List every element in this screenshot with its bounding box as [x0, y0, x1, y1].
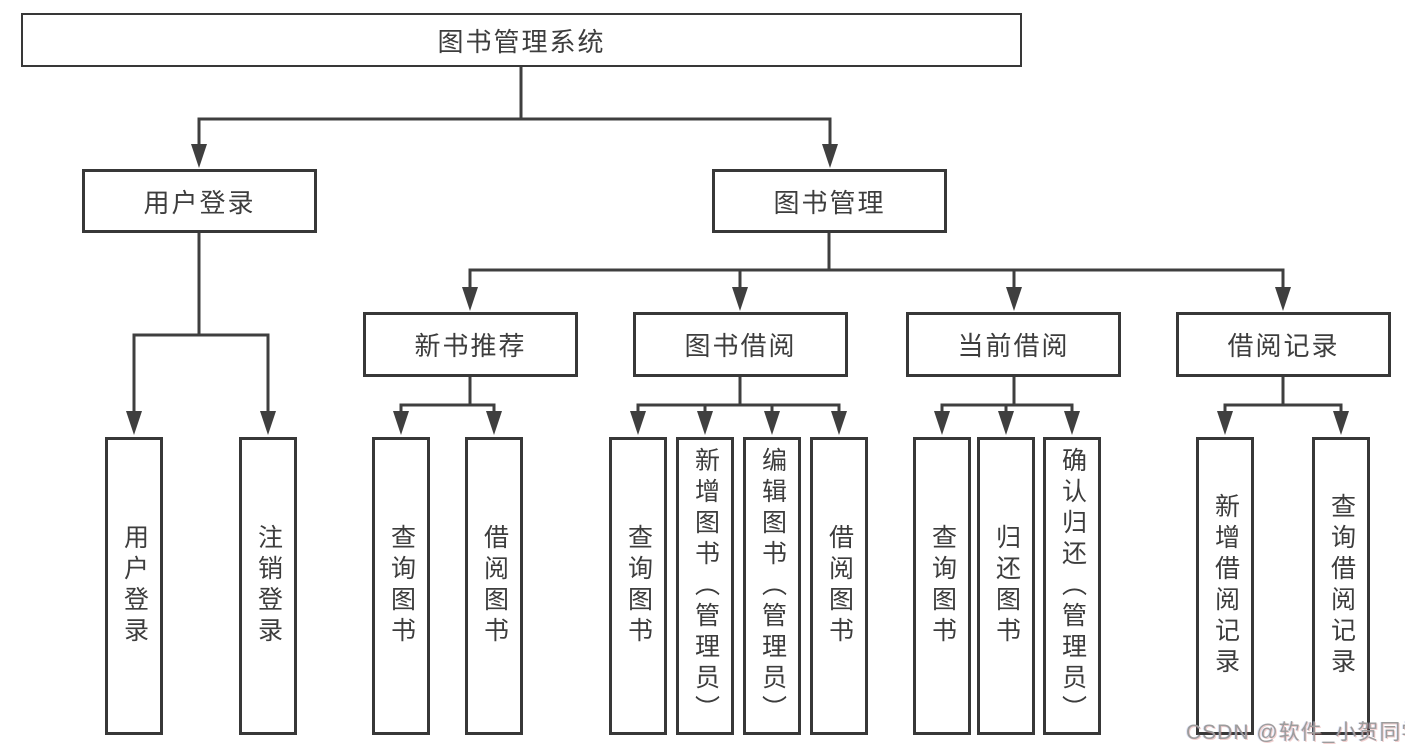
leaf-label: 借阅图书 [480, 524, 509, 648]
node-new-book-recommend: 新书推荐 [363, 312, 578, 377]
node-label: 借阅记录 [1227, 331, 1340, 361]
leaf-label: 编辑图书（管理员） [758, 446, 787, 726]
node-current-borrow: 当前借阅 [906, 312, 1121, 377]
leaf-add-borrow-record: 新增借阅记录 [1196, 437, 1254, 735]
arrowheads [126, 144, 1349, 435]
leaf-query-books-recommend: 查询图书 [372, 437, 430, 735]
leaf-user-login: 用户登录 [105, 437, 163, 735]
node-user-login: 用户登录 [82, 169, 317, 233]
leaf-return-book: 归还图书 [977, 437, 1035, 735]
node-label: 当前借阅 [957, 331, 1070, 361]
leaf-query-books-current: 查询图书 [913, 437, 971, 735]
leaf-label: 查询图书 [387, 524, 416, 648]
csdn-watermark: CSDN @软件_小贺同学 [1186, 721, 1405, 744]
node-label: 图书管理系统 [437, 26, 606, 57]
leaf-label: 新增图书（管理员） [691, 446, 720, 726]
leaf-label: 用户登录 [120, 524, 149, 648]
node-label: 图书借阅 [684, 331, 797, 361]
leaf-label: 注销登录 [254, 524, 283, 648]
node-book-borrow: 图书借阅 [633, 312, 848, 377]
leaf-label: 查询图书 [624, 524, 653, 648]
leaf-query-books-borrow: 查询图书 [609, 437, 667, 735]
node-book-management: 图书管理 [712, 169, 947, 233]
tree-edges [132, 66, 1343, 413]
leaf-borrow-books-recommend: 借阅图书 [465, 437, 523, 735]
node-label: 新书推荐 [414, 331, 527, 361]
node-label: 用户登录 [143, 187, 256, 218]
node-label: 图书管理 [773, 187, 886, 218]
leaf-label: 借阅图书 [825, 524, 854, 648]
leaf-add-book-admin: 新增图书（管理员） [676, 437, 734, 735]
leaf-label: 新增借阅记录 [1211, 493, 1240, 679]
leaf-label: 归还图书 [992, 524, 1021, 648]
leaf-logout: 注销登录 [239, 437, 297, 735]
leaf-label: 查询借阅记录 [1327, 493, 1356, 679]
leaf-borrow-books-borrow: 借阅图书 [810, 437, 868, 735]
leaf-query-borrow-record: 查询借阅记录 [1312, 437, 1370, 735]
leaf-label: 查询图书 [928, 524, 957, 648]
node-borrow-records: 借阅记录 [1176, 312, 1391, 377]
node-book-management-system: 图书管理系统 [21, 13, 1022, 67]
leaf-label: 确认归还（管理员） [1058, 446, 1087, 726]
leaf-confirm-return-admin: 确认归还（管理员） [1043, 437, 1101, 735]
leaf-edit-book-admin: 编辑图书（管理员） [743, 437, 801, 735]
